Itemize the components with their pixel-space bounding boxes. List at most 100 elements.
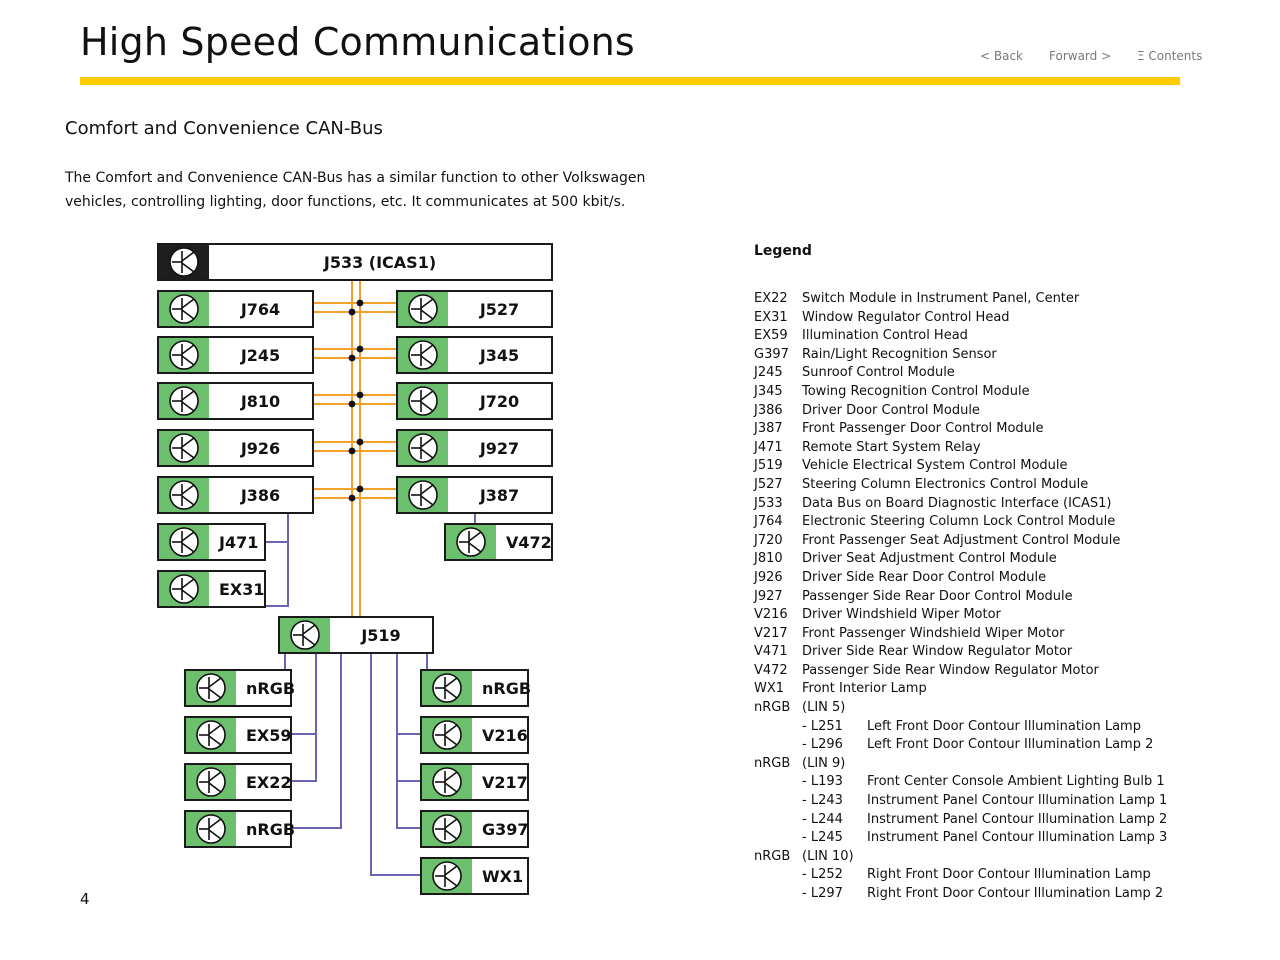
legend-group: nRGB(LIN 9) (754, 755, 1167, 774)
module-label: nRGB (246, 819, 296, 839)
legend-code: J927 (754, 588, 783, 604)
module-j519: J519 (278, 616, 434, 654)
forward-link[interactable]: Forward > (1049, 49, 1112, 63)
module-nrgb: nRGB (184, 669, 295, 707)
can-bus-diagram: J533 (ICAS1) J764 J245 J810 J926 J386 (157, 243, 553, 895)
legend-subitem: - L251 Left Front Door Contour Illuminati… (754, 718, 1167, 737)
transistor-icon (398, 384, 448, 418)
legend-subdesc: Left Front Door Contour Illumination Lam… (867, 718, 1141, 734)
module-label: EX31 (219, 579, 265, 599)
module-label: J810 (240, 391, 281, 411)
bus-wiring (266, 281, 476, 876)
module-label: J764 (240, 299, 281, 319)
lin-j519-wx1 (370, 653, 423, 876)
module-j926: J926 (157, 429, 314, 467)
section-title: Comfort and Convenience CAN-Bus (65, 118, 383, 139)
transistor-icon (186, 765, 236, 799)
module-j927: J927 (396, 429, 553, 467)
bus-junction-dot (348, 494, 356, 502)
legend-desc: Rain/Light Recognition Sensor (802, 346, 997, 362)
transistor-icon (422, 859, 472, 893)
module-j387: J387 (396, 476, 553, 514)
legend-desc: Illumination Control Head (802, 328, 968, 344)
contents-link[interactable]: Ξ Contents (1137, 49, 1203, 63)
module-label: J471 (219, 532, 259, 552)
legend-desc: (LIN 10) (802, 848, 854, 864)
legend-desc: Switch Module in Instrument Panel, Cente… (802, 291, 1080, 306)
bus-junction-dot (356, 485, 364, 493)
transistor-icon (398, 292, 448, 326)
legend-subcode: - L193 (802, 774, 843, 790)
legend-code: J345 (754, 383, 783, 399)
module-nrgb: nRGB (184, 810, 296, 848)
legend-subitem: - L252 Right Front Door Contour Illuminat… (754, 866, 1167, 885)
legend-desc: Front Passenger Seat Adjustment Control … (802, 532, 1121, 548)
legend-code: EX31 (754, 309, 788, 325)
legend-desc: Driver Door Control Module (802, 402, 980, 418)
bus-junction-dot (356, 391, 364, 399)
legend-subcode: - L251 (802, 718, 843, 734)
lin-j519-ex22 (292, 653, 317, 782)
legend-code: J533 (754, 495, 783, 511)
transistor-icon (446, 525, 496, 559)
legend-subitem: - L193 Front Center Console Ambient Light… (754, 773, 1167, 792)
legend-desc: Driver Side Rear Window Regulator Motor (802, 644, 1073, 660)
module-j245: J245 (157, 336, 314, 374)
intro-paragraph: The Comfort and Convenience CAN-Bus has … (65, 170, 646, 210)
module-ex59: EX59 (184, 716, 292, 754)
transistor-icon (159, 292, 209, 326)
legend-subdesc: Front Center Console Ambient Lighting Bu… (867, 774, 1165, 790)
module-label: J387 (479, 485, 520, 505)
module-v217: V217 (420, 763, 529, 801)
module-label: J386 (240, 485, 281, 505)
legend-code: J471 (754, 439, 783, 455)
module-j386: J386 (157, 476, 314, 514)
module-j533: J533 (ICAS1) (157, 243, 553, 281)
module-label: J245 (240, 345, 281, 365)
legend-desc: Vehicle Electrical System Control Module (802, 458, 1068, 474)
transistor-icon (398, 478, 448, 512)
transistor-icon (159, 572, 209, 606)
legend-code: nRGB (754, 848, 791, 864)
legend-desc: Front Interior Lamp (802, 681, 927, 697)
legend-code: J519 (754, 458, 783, 474)
transistor-icon (422, 765, 472, 799)
legend-subdesc: Instrument Panel Contour Illumination La… (867, 830, 1168, 846)
legend-desc: Driver Windshield Wiper Motor (802, 607, 1001, 623)
transistor-icon (159, 245, 209, 279)
legend-desc: Front Passenger Door Control Module (802, 421, 1044, 437)
legend-desc: Sunroof Control Module (802, 365, 955, 381)
bus-junction-dot (348, 447, 356, 455)
back-link[interactable]: < Back (980, 49, 1024, 63)
module-j810: J810 (157, 382, 314, 420)
page-title: High Speed Communications (80, 20, 635, 64)
lin-j386-ex31 (266, 513, 289, 607)
page-number: 4 (80, 890, 90, 908)
bus-junction-dot (348, 308, 356, 316)
legend-title: Legend (754, 243, 812, 259)
module-label: WX1 (482, 866, 524, 886)
legend-subdesc: Right Front Door Contour Illumination La… (867, 867, 1151, 883)
legend-item: J519 Vehicle Electrical System Control Mo… (754, 457, 1167, 476)
module-label: EX59 (246, 725, 292, 745)
legend-subcode: - L252 (802, 867, 843, 883)
module-nrgb: nRGB (420, 669, 531, 707)
legend-desc: Towing Recognition Control Module (802, 383, 1030, 399)
legend-desc: Driver Side Rear Door Control Module (802, 569, 1047, 585)
module-label: J533 (ICAS1) (323, 252, 437, 272)
